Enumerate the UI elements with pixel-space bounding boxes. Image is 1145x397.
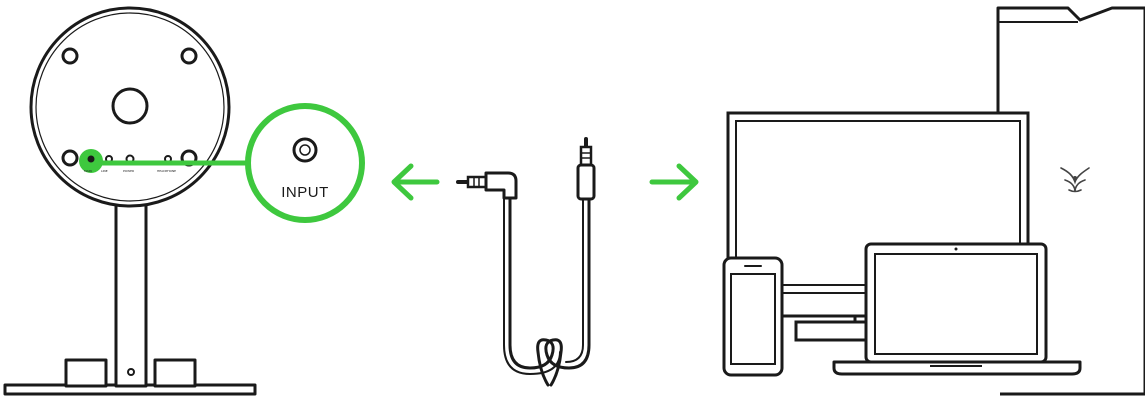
cable-cord-left-inner [503, 197, 561, 376]
input-jack-icon [292, 137, 318, 163]
speaker-head-inner-rim [35, 12, 225, 202]
speaker: LINE POWER HEADPHONE MAIN [3, 6, 257, 396]
stand-screw [127, 368, 135, 376]
port-label-main: MAIN [84, 169, 92, 173]
smartphone [722, 256, 784, 377]
speaker-stand [114, 193, 148, 388]
razer-snake-logo [1060, 167, 1090, 193]
port-label-power: POWER [123, 169, 134, 173]
speaker-center-port [111, 87, 149, 125]
port-main [87, 155, 95, 163]
speaker-foot-right [153, 358, 197, 388]
cable-cord-right-inner [565, 198, 584, 363]
port-label-headphone: HEADPHONE [157, 169, 176, 173]
port-label-line: LINE [101, 169, 108, 173]
callout-circle [245, 103, 365, 223]
callout-label: INPUT [281, 184, 329, 201]
laptop [832, 242, 1082, 376]
screw-hole [61, 47, 79, 65]
straight-plug [576, 137, 596, 201]
audio-cable [456, 137, 596, 387]
angled-plug [456, 171, 518, 200]
cable-cord-right [544, 197, 591, 387]
input-jack-hole [299, 144, 311, 156]
screw-hole [180, 47, 198, 65]
arrow-right-icon [649, 163, 699, 201]
speaker-head [29, 6, 231, 208]
screw-hole [61, 149, 79, 167]
arrow-left-icon [391, 163, 440, 201]
input-callout: INPUT [100, 103, 365, 223]
speaker-foot-left [64, 358, 108, 388]
cable-cord-left [508, 196, 555, 387]
